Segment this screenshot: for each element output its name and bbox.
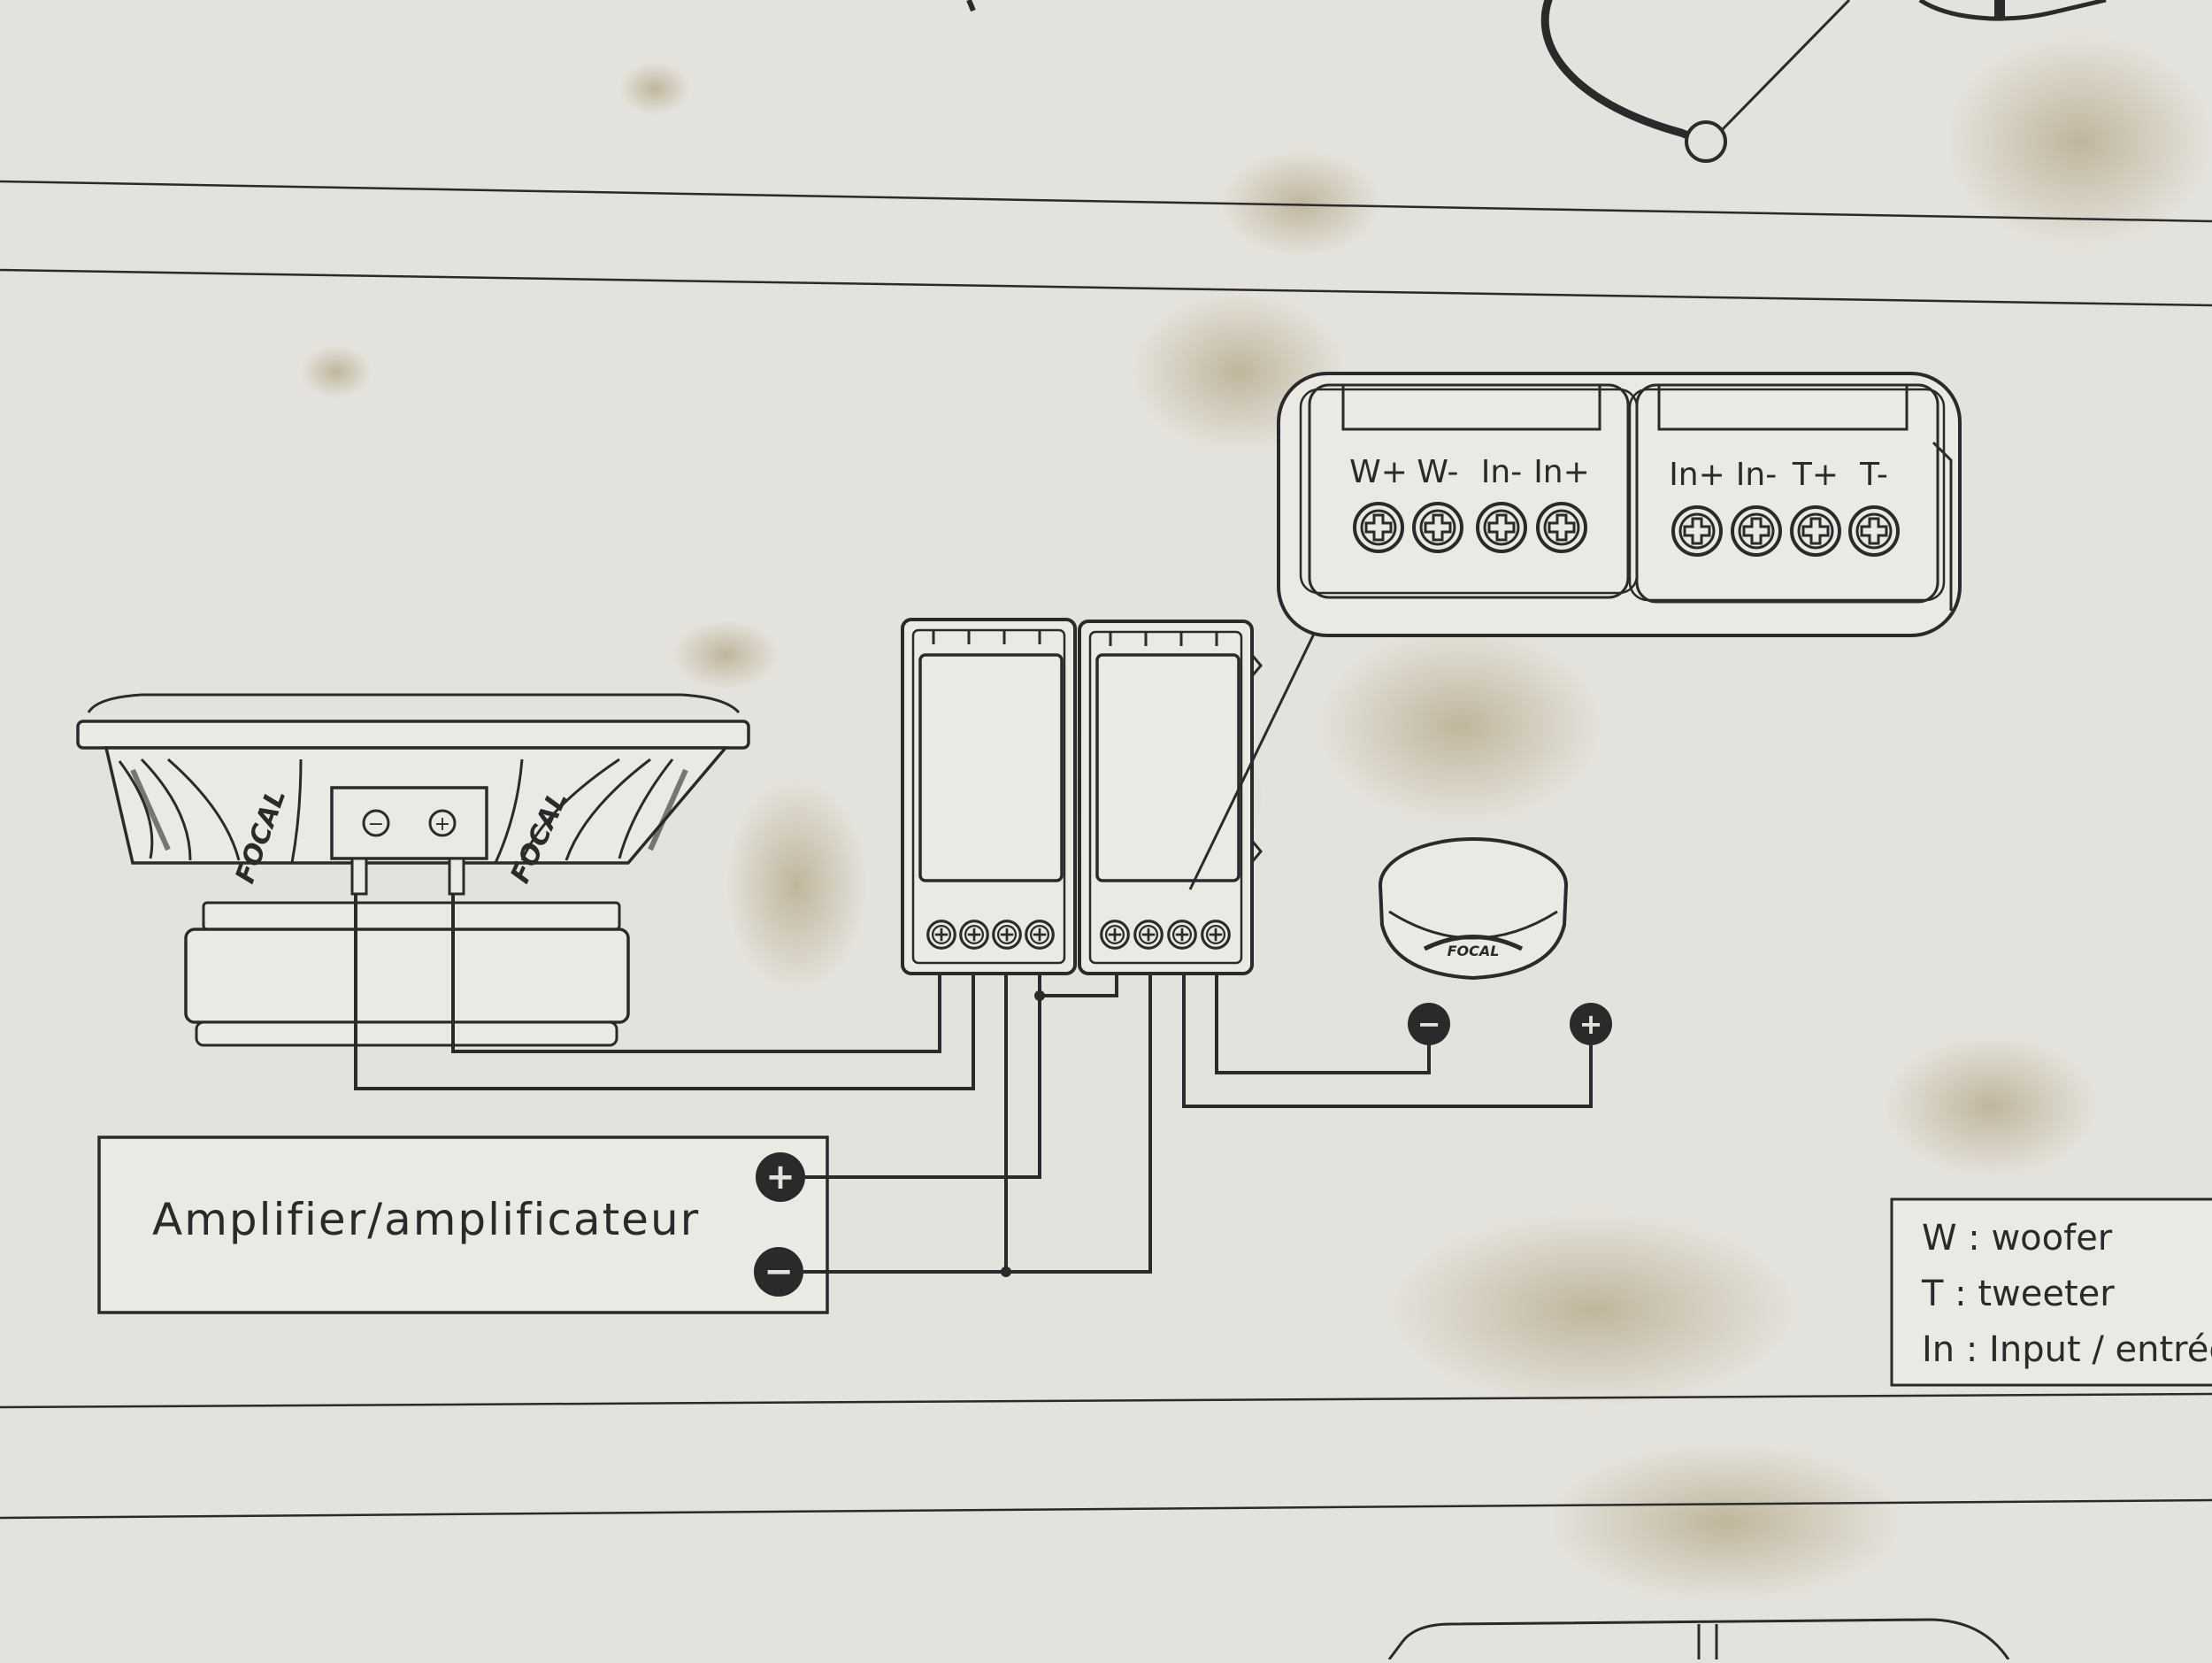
wires bbox=[354, 894, 1593, 1274]
crossover-screw bbox=[992, 920, 1022, 950]
terminal-detail-callout: W+ W- In- In+ In+ In- T+ T- bbox=[1277, 372, 1962, 637]
terminal-screw-w-plus bbox=[1353, 502, 1404, 553]
terminal-label-in-plus: In+ bbox=[1533, 454, 1590, 490]
terminal-screw-w-minus bbox=[1412, 502, 1463, 553]
terminal-label-in-minus-2: In- bbox=[1736, 457, 1777, 493]
tweeter-speaker: FOCAL − + bbox=[1379, 837, 1612, 1045]
legend: W : woofer T : tweeter In : Input / entr… bbox=[1890, 1197, 2212, 1387]
wire-tweeter-plus bbox=[1182, 974, 1593, 1108]
crossover-screw bbox=[1201, 920, 1231, 950]
amplifier-minus-label: − bbox=[764, 1251, 794, 1292]
amplifier-minus-terminal bbox=[754, 1247, 803, 1297]
legend-item-woofer: W : woofer bbox=[1922, 1218, 2113, 1259]
woofer-plus-label: + bbox=[434, 813, 450, 835]
wire-junction bbox=[1001, 1266, 1011, 1277]
terminal-screw-in-minus-2 bbox=[1731, 505, 1782, 557]
terminal-label-in-minus: In- bbox=[1481, 454, 1522, 490]
callout-leader-line bbox=[1188, 627, 1318, 890]
legend-item-tweeter: T : tweeter bbox=[1921, 1274, 2115, 1314]
woofer-magnet bbox=[184, 928, 630, 1024]
crossover-screw bbox=[1100, 920, 1130, 950]
woofer-surround bbox=[87, 693, 741, 714]
page-rules bbox=[0, 180, 2212, 1520]
terminal-screw-in-plus-2 bbox=[1671, 505, 1723, 557]
woofer-speaker: − + FOCAL FOCAL bbox=[76, 693, 750, 1047]
terminal-screw-t-plus bbox=[1790, 505, 1841, 557]
wire-woofer-plus bbox=[451, 894, 941, 1053]
crossover-screw bbox=[1133, 920, 1164, 950]
wire-in-plus-bridge bbox=[1040, 974, 1118, 997]
amplifier: Amplifier/amplificateur + − bbox=[97, 1136, 829, 1314]
terminal-label-in-plus-2: In+ bbox=[1669, 457, 1725, 493]
crossover-woofer-module bbox=[901, 618, 1077, 975]
legend-item-input: In : Input / entrée bbox=[1922, 1329, 2212, 1370]
woofer-flange bbox=[76, 720, 750, 750]
terminal-label-t-minus: T- bbox=[1859, 457, 1888, 493]
amplifier-label: Amplifier/amplificateur bbox=[152, 1194, 700, 1245]
tweeter-plus-label: + bbox=[1579, 1007, 1603, 1041]
terminal-label-w-plus: W+ bbox=[1349, 454, 1408, 490]
crossover-screw bbox=[1025, 920, 1055, 950]
wire-tweeter-minus bbox=[1215, 974, 1431, 1074]
crossover-screw bbox=[959, 920, 989, 950]
legend-box bbox=[1890, 1197, 2212, 1387]
terminal-screw-in-plus bbox=[1536, 502, 1587, 553]
crossover-tweeter-module bbox=[1078, 620, 1263, 975]
woofer-terminal-plate bbox=[330, 786, 488, 860]
amplifier-plus-label: + bbox=[765, 1157, 795, 1197]
wire-amp-plus-in bbox=[805, 974, 1041, 1179]
next-figure-fragment bbox=[1387, 1618, 2010, 1660]
crossover-screw bbox=[1167, 920, 1197, 950]
woofer-plus-terminal bbox=[428, 809, 457, 837]
woofer-back-plate bbox=[195, 1020, 618, 1047]
previous-figure-fragment bbox=[966, 0, 2107, 163]
tweeter-brand: FOCAL bbox=[1448, 943, 1500, 959]
terminal-screw-t-minus bbox=[1848, 505, 1900, 557]
tweeter-minus-label: − bbox=[1417, 1007, 1441, 1041]
tweeter-minus-terminal bbox=[1408, 1003, 1450, 1045]
amplifier-box bbox=[97, 1136, 829, 1314]
terminal-label-w-minus: W- bbox=[1417, 454, 1458, 490]
wire-woofer-minus bbox=[354, 894, 975, 1090]
woofer-minus-terminal bbox=[362, 809, 390, 837]
wire-amp-minus-in bbox=[803, 974, 1152, 1274]
wire-junction bbox=[1034, 990, 1045, 1001]
woofer-minus-label: − bbox=[368, 813, 384, 835]
woofer-magnet-plate bbox=[202, 901, 621, 931]
crossover-screw bbox=[926, 920, 956, 950]
terminal-screw-in-minus bbox=[1476, 502, 1527, 553]
tweeter-plus-terminal bbox=[1570, 1003, 1612, 1045]
crossover bbox=[901, 618, 1318, 975]
terminal-label-t-plus: T+ bbox=[1792, 457, 1839, 493]
amplifier-plus-terminal bbox=[756, 1152, 805, 1202]
